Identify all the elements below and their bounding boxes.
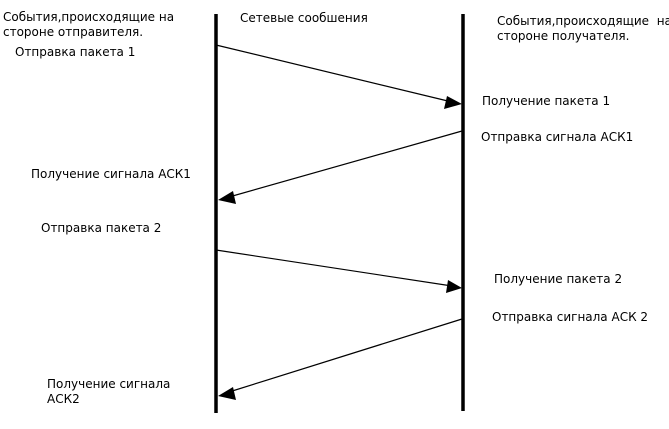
event-send-packet-1: Отправка пакета 1 (15, 45, 136, 59)
message-arrow-ack-2 (228, 318, 463, 393)
event-recv-ack-2: Получение сигнала АСК2 (47, 377, 171, 406)
event-recv-packet-2: Получение пакета 2 (494, 272, 623, 286)
event-recv-ack-1: Получение сигнала АСК1 (31, 167, 191, 181)
event-send-packet-2: Отправка пакета 2 (41, 221, 162, 235)
sender-header: События,происходящие на стороне отправит… (3, 10, 175, 39)
arrowhead-ack-2 (218, 387, 236, 400)
message-arrow-packet-1 (215, 44, 453, 103)
arrowhead-ack-1 (218, 191, 236, 204)
event-send-ack-1: Отправка сигнала АСК1 (481, 130, 634, 144)
message-arrow-ack-1 (228, 130, 463, 198)
event-recv-packet-1: Получение пакета 1 (482, 94, 611, 108)
arrowhead-packet-2 (446, 280, 462, 293)
event-send-ack-2: Отправка сигнала АСК 2 (492, 310, 649, 324)
arrowhead-packet-1 (444, 96, 462, 109)
network-header: Сетевые сообшения (240, 11, 368, 25)
message-arrow-packet-2 (215, 249, 453, 287)
receiver-header: События,происходящие на стороне получате… (497, 14, 669, 43)
